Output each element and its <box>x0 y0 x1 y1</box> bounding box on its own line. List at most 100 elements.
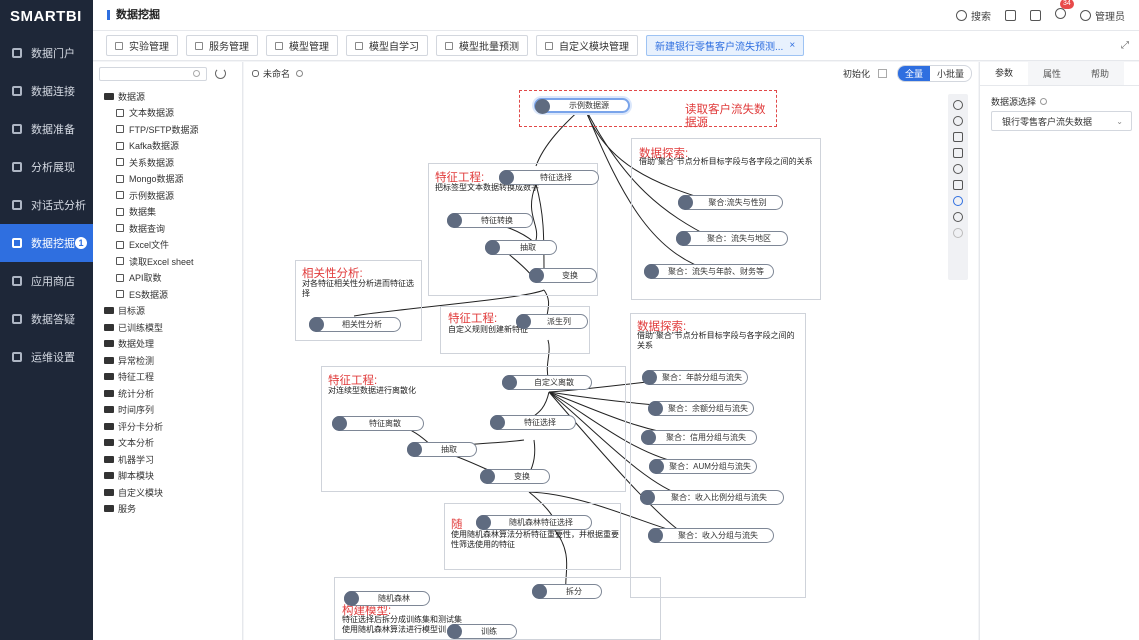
node-label: 自定义离散 <box>534 378 574 387</box>
tree-folder[interactable]: 评分卡分析 <box>93 418 243 435</box>
clear-icon[interactable] <box>877 68 887 78</box>
tree-folder[interactable]: 已训练模型 <box>93 319 243 336</box>
settings-icon[interactable] <box>296 69 304 77</box>
tab-selflearn[interactable]: 模型自学习 <box>346 35 428 56</box>
node-agg-income[interactable]: 聚合：收入分组与流失 <box>648 528 774 543</box>
tab-help[interactable]: 帮助 <box>1076 62 1124 85</box>
tree-item[interactable]: 示例数据源 <box>93 187 243 204</box>
sidebar-item-qa[interactable]: 数据答疑 <box>0 300 93 338</box>
node-derive-column[interactable]: 派生列 <box>516 314 588 329</box>
node-correlation[interactable]: 相关性分析 <box>309 317 401 332</box>
tree-folder[interactable]: 目标源 <box>93 303 243 320</box>
tree-item[interactable]: 读取Excel sheet <box>93 253 243 270</box>
tree-folder[interactable]: 服务 <box>93 501 243 518</box>
node-feature-select-2[interactable]: 特征选择 <box>490 415 576 430</box>
tree-item[interactable]: Kafka数据源 <box>93 138 243 155</box>
node-sample-2[interactable]: 抽取 <box>407 442 477 457</box>
help-icon[interactable] <box>1040 98 1048 105</box>
node-agg-income-ratio[interactable]: 聚合：收入比例分组与流失 <box>640 490 784 505</box>
mode-small[interactable]: 小批量 <box>936 68 964 79</box>
sidebar-item-store[interactable]: 应用商店 <box>0 262 93 300</box>
node-agg-region[interactable]: 聚合：流失与地区 <box>676 231 788 246</box>
sidebar-item-portal[interactable]: 数据门户 <box>0 34 93 72</box>
home-icon[interactable] <box>1005 9 1016 21</box>
tab-custom-module[interactable]: 自定义模块管理 <box>536 35 638 56</box>
tree-item[interactable]: 文本数据源 <box>93 105 243 122</box>
datasource-select[interactable]: 银行零售客户流失数据⌄ <box>991 111 1132 131</box>
node-sample-datasource[interactable]: 示例数据源 <box>534 98 630 114</box>
sidebar-item-chat[interactable]: 对话式分析 <box>0 186 93 224</box>
tree-item[interactable]: 数据集 <box>93 204 243 221</box>
node-custom-discrete[interactable]: 自定义离散 <box>502 375 592 390</box>
experiment-name[interactable]: 未命名 <box>252 67 304 80</box>
tree-item[interactable]: 关系数据源 <box>93 154 243 171</box>
location-icon[interactable] <box>953 164 963 174</box>
node-agg-age[interactable]: 聚合：流失与年龄、财务等 <box>644 264 774 279</box>
node-feature-discrete[interactable]: 特征离散 <box>332 416 424 431</box>
init-button[interactable]: 初始化 <box>842 68 870 79</box>
tree-item[interactable]: API取数 <box>93 270 243 287</box>
mode-full[interactable]: 全量 <box>897 65 930 81</box>
refresh-icon[interactable] <box>215 68 226 79</box>
sidebar-item-analysis[interactable]: 分析展现 <box>0 148 93 186</box>
feat3-title: 特征工程: <box>328 375 378 387</box>
tree-folder[interactable]: 特征工程 <box>93 369 243 386</box>
sidebar-item-connect[interactable]: 数据连接 <box>0 72 93 110</box>
zoom-out-icon[interactable] <box>953 116 963 126</box>
node-train[interactable]: 训练 <box>447 624 517 639</box>
expand-icon[interactable]: ⤢ <box>1121 40 1129 51</box>
node-agg-sex[interactable]: 聚合:流失与性别 <box>678 195 783 210</box>
node-agg-credit[interactable]: 聚合：信用分组与流失 <box>641 430 757 445</box>
tree-folder[interactable]: 数据源 <box>93 88 243 105</box>
undo-icon[interactable] <box>953 212 963 222</box>
tab-model[interactable]: 模型管理 <box>266 35 338 56</box>
layout-icon[interactable] <box>953 180 963 190</box>
node-split[interactable]: 拆分 <box>532 584 602 599</box>
sidebar-item-prepare[interactable]: 数据准备 <box>0 110 93 148</box>
mode-toggle[interactable]: 全量 小批量 <box>896 64 972 82</box>
tab-attributes[interactable]: 属性 <box>1028 62 1076 85</box>
tree-folder[interactable]: 数据处理 <box>93 336 243 353</box>
tree-folder[interactable]: 统计分析 <box>93 385 243 402</box>
node-random-forest[interactable]: 随机森林 <box>344 591 430 606</box>
node-sample-1[interactable]: 抽取 <box>485 240 557 255</box>
search-input[interactable] <box>99 67 207 81</box>
tree-item[interactable]: ES数据源 <box>93 286 243 303</box>
image-icon[interactable] <box>953 148 963 158</box>
task-icon[interactable] <box>1030 9 1041 21</box>
tree-folder[interactable]: 自定义模块 <box>93 484 243 501</box>
tree-item[interactable]: Excel文件 <box>93 237 243 254</box>
tree-folder[interactable]: 文本分析 <box>93 435 243 452</box>
node-agg-agegroup[interactable]: 聚合：年龄分组与流失 <box>642 370 748 385</box>
fit-screen-icon[interactable] <box>953 132 963 142</box>
node-agg-balance[interactable]: 聚合：余额分组与流失 <box>648 401 754 416</box>
close-icon[interactable]: × <box>789 40 796 51</box>
workflow-canvas[interactable]: 未命名 初始化 全量 小批量 <box>244 62 978 640</box>
tree-item[interactable]: 数据查询 <box>93 220 243 237</box>
node-transform-2[interactable]: 变换 <box>480 469 550 484</box>
node-rf-select[interactable]: 随机森林特征选择 <box>476 515 592 530</box>
tree-folder[interactable]: 脚本模块 <box>93 468 243 485</box>
tree-item[interactable]: Mongo数据源 <box>93 171 243 188</box>
sidebar-item-ops[interactable]: 运维设置 <box>0 338 93 376</box>
node-feature-select-1[interactable]: 特征选择 <box>499 170 599 185</box>
node-agg-aum[interactable]: 聚合：AUM分组与流失 <box>649 459 757 474</box>
node-feature-convert[interactable]: 特征转换 <box>447 213 533 228</box>
notification-button[interactable]: 34 <box>1055 0 1074 22</box>
tab-batch[interactable]: 模型批量预测 <box>436 35 528 56</box>
tree-folder[interactable]: 时间序列 <box>93 402 243 419</box>
tab-params[interactable]: 参数 <box>980 62 1028 85</box>
hand-icon[interactable] <box>953 196 963 206</box>
tree-item[interactable]: FTP/SFTP数据源 <box>93 121 243 138</box>
search-button[interactable]: 搜索 <box>956 8 991 23</box>
tab-current-experiment[interactable]: 新建银行零售客户流失预测...× <box>646 35 805 56</box>
zoom-in-icon[interactable] <box>953 100 963 110</box>
tree-folder[interactable]: 机器学习 <box>93 451 243 468</box>
node-transform-1[interactable]: 变换 <box>529 268 597 283</box>
redo-icon[interactable] <box>953 228 963 238</box>
tab-service[interactable]: 服务管理 <box>186 35 258 56</box>
tree-folder[interactable]: 异常检测 <box>93 352 243 369</box>
user-menu[interactable]: 管理员 <box>1080 8 1125 23</box>
tab-experiment[interactable]: 实验管理 <box>106 35 178 56</box>
